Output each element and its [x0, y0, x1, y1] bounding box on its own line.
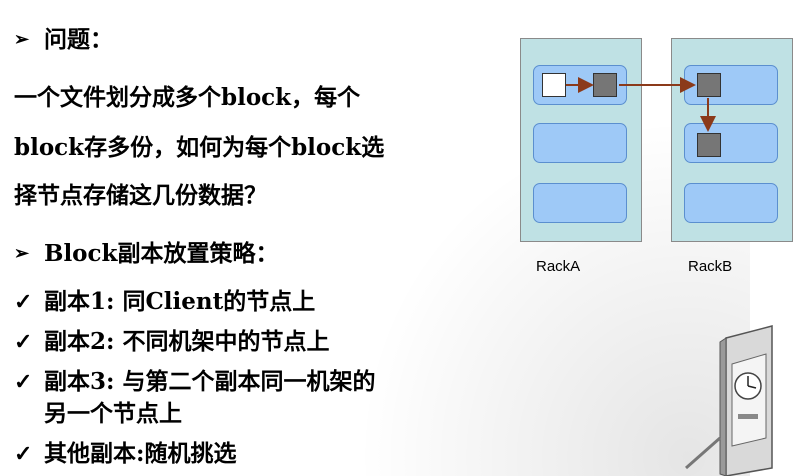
rack-a — [520, 38, 642, 242]
node-slot — [684, 183, 778, 223]
arrow-bullet-icon: ➢ — [14, 29, 30, 50]
strategy-heading: Block副本放置策略： — [44, 240, 279, 267]
question-body-line-1: 一个文件划分成多个block，每个 — [14, 84, 361, 111]
question-body-line-3: 择节点存储这几份数据？ — [14, 182, 267, 209]
rule-4: ✓ 其他副本:随机挑选 — [14, 434, 237, 468]
rack-b-label: RackB — [688, 258, 733, 275]
replica-2-block — [697, 73, 721, 97]
node-slot — [533, 123, 627, 163]
question-heading: 问题： — [44, 26, 113, 53]
rule-2: ✓ 副本2: 不同机架中的节点上 — [14, 322, 330, 356]
rule-1: ✓ 副本1: 同Client的节点上 — [14, 282, 315, 316]
node-slot — [684, 123, 778, 163]
check-icon: ✓ — [14, 441, 33, 467]
rack-a-label: RackA — [536, 258, 581, 275]
replica-1-block — [593, 73, 617, 97]
client-block — [542, 73, 566, 97]
check-icon: ✓ — [14, 289, 33, 315]
question-body-line-2: block存多份，如何为每个block选 — [14, 134, 385, 161]
rule-text: 副本3: 与第二个副本同一机架的 — [44, 368, 376, 395]
replica-3-block — [697, 133, 721, 157]
rule-text: 另一个节点上 — [44, 400, 182, 427]
arrow-bullet-icon: ➢ — [14, 243, 30, 264]
rule-text: 其他副本:随机挑选 — [44, 440, 237, 467]
question-heading-line: ➢ 问题： — [14, 20, 113, 54]
rule-3: ✓ 副本3: 与第二个副本同一机架的 — [14, 362, 376, 396]
rule-text: 副本1: 同Client的节点上 — [44, 288, 316, 315]
strategy-heading-line: ➢ Block副本放置策略： — [14, 234, 278, 268]
check-icon: ✓ — [14, 369, 33, 395]
node-slot — [533, 65, 627, 105]
rule-3-continued: 另一个节点上 — [14, 394, 182, 428]
desk-clock-icon — [685, 325, 773, 476]
node-slot — [533, 183, 627, 223]
rack-b — [671, 38, 793, 242]
check-icon: ✓ — [14, 329, 33, 355]
node-slot — [684, 65, 778, 105]
rule-text: 副本2: 不同机架中的节点上 — [44, 328, 330, 355]
